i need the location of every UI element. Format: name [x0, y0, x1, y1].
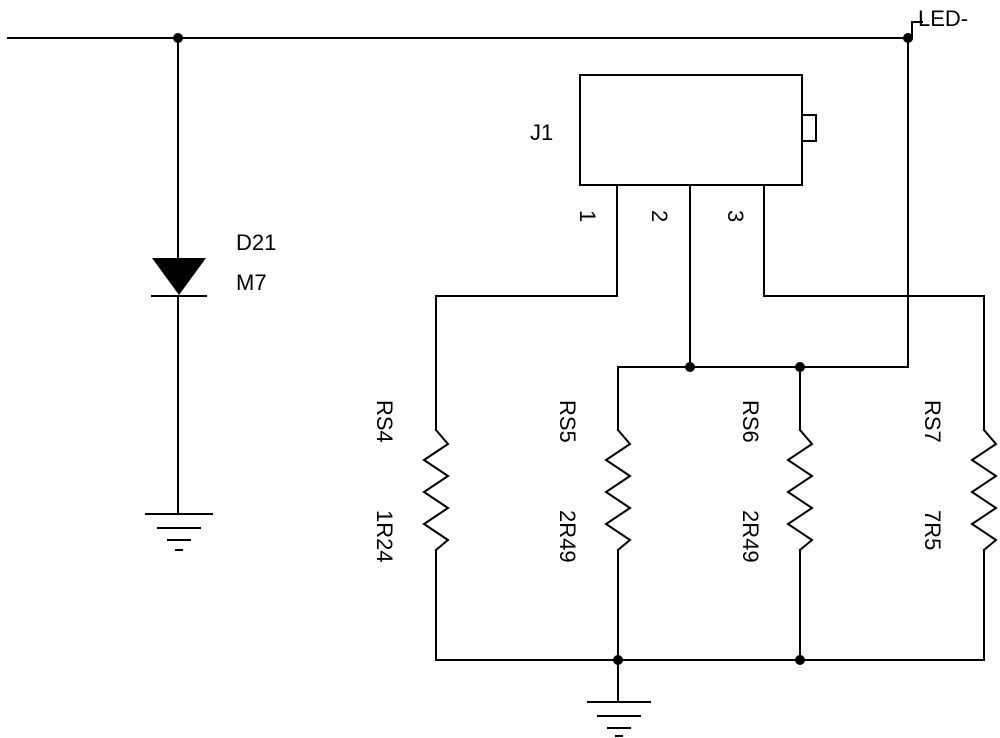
diode-ref: D21 [236, 230, 276, 255]
resistor-zigzag [970, 428, 998, 552]
resistor-ref: RS6 [738, 400, 763, 443]
resistor-rs5: RS5 2R49 [555, 366, 632, 661]
led-minus-net: LED- [7, 6, 968, 43]
resistor-zigzag [422, 428, 450, 552]
resistor-rs7: RS7 7R5 [920, 295, 998, 661]
resistor-ref: RS7 [920, 400, 945, 443]
pin-label-1: 1 [575, 210, 600, 222]
ground-icon [145, 513, 213, 551]
resistor-value: 7R5 [920, 510, 945, 550]
resistor-zigzag [604, 428, 632, 552]
ground-icon [587, 701, 651, 737]
pin-label-2: 2 [647, 210, 672, 222]
middle-bus [617, 37, 909, 372]
connector-j1: J1 1 2 3 [435, 74, 985, 368]
connector-body [579, 74, 803, 186]
resistor-value: 2R49 [555, 510, 580, 563]
connector-ref: J1 [530, 120, 553, 145]
resistor-zigzag [786, 428, 814, 552]
resistor-ref: RS4 [372, 400, 397, 443]
resistor-ref: RS5 [555, 400, 580, 443]
resistor-rs6: RS6 2R49 [738, 366, 814, 661]
resistor-value: 2R49 [738, 510, 763, 563]
junction-dot [685, 362, 695, 372]
resistor-rs4: RS4 1R24 [372, 295, 450, 661]
bottom-bus [435, 655, 985, 701]
diode-symbol [152, 258, 206, 295]
connector-tab [801, 114, 817, 142]
pin-label-3: 3 [723, 210, 748, 222]
diode-d21: D21 M7 [151, 37, 276, 513]
net-label-led-minus: LED- [918, 6, 968, 31]
resistor-value: 1R24 [372, 510, 397, 563]
diode-value: M7 [236, 270, 267, 295]
junction-dot [795, 655, 805, 665]
